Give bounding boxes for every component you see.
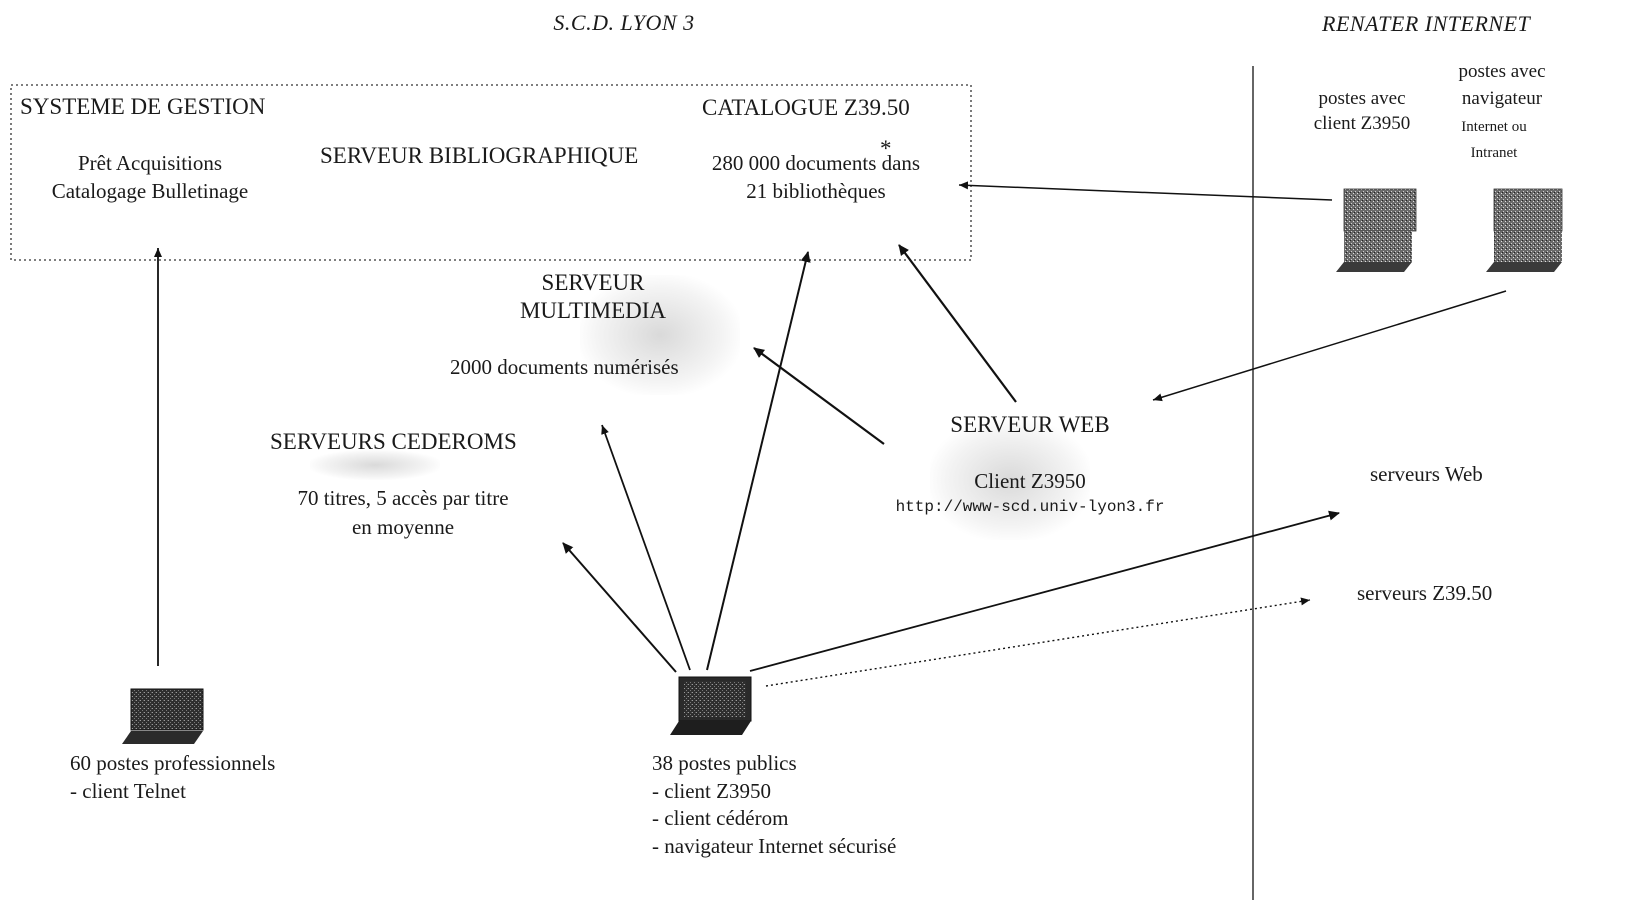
arrow-public-to-web-servers: [749, 510, 1340, 672]
computer-icon: [670, 676, 752, 735]
arrow-public-to-z3950-servers: [765, 597, 1311, 687]
computer-icon: [1336, 188, 1417, 272]
public-stations-line-4: - navigateur Internet sécurisé: [652, 834, 897, 858]
multimedia-title-2: MULTIMEDIA: [519, 298, 667, 323]
web-grain: [930, 420, 1090, 540]
remote-browser-line-1: postes avec: [1458, 61, 1546, 82]
gestion-line-2: Catalogage Bulletinage: [51, 179, 249, 203]
catalogue-title: CATALOGUE Z39.50: [702, 95, 910, 120]
cederoms-line-1: 70 titres, 5 accès par titre: [297, 486, 509, 510]
public-stations-line-2: - client Z3950: [652, 779, 771, 803]
arrow-remote-to-catalogue: [958, 181, 1333, 201]
remote-z3950-line-1: postes avec: [1318, 88, 1406, 109]
web-server-client: Client Z3950: [974, 469, 1086, 493]
bibliographic-server-title: SERVEUR BIBLIOGRAPHIQUE: [320, 143, 639, 168]
arrow-browser-to-web: [1152, 290, 1507, 402]
computer-icon: [122, 688, 204, 744]
remote-browser-line-2: navigateur: [1461, 88, 1543, 109]
gestion-title: SYSTEME DE GESTION: [20, 94, 266, 119]
cederoms-title: SERVEURS CEDEROMS: [270, 429, 517, 454]
pro-stations-line-2: - client Telnet: [70, 779, 186, 803]
multimedia-docs: 2000 documents numérisés: [450, 355, 679, 379]
public-stations-line-1: 38 postes publics: [652, 751, 797, 775]
cederoms-line-2: en moyenne: [351, 515, 455, 539]
remote-z3950-line-2: client Z3950: [1313, 113, 1411, 134]
arrow-public-to-cederoms: [562, 542, 677, 673]
computer-icon: [1486, 188, 1563, 272]
external-web-servers: serveurs Web: [1370, 462, 1483, 486]
multimedia-grain: [580, 275, 740, 395]
web-server-url: http://www-scd.univ-lyon3.fr: [895, 498, 1165, 516]
arrow-public-to-catalogue: [706, 251, 811, 671]
gestion-line-1: Prêt Acquisitions: [77, 151, 223, 175]
cederoms-grain: [310, 450, 440, 480]
catalogue-mark: *: [880, 136, 892, 161]
remote-browser-line-3: Internet ou: [1461, 119, 1527, 135]
bibliographic-server-box: [10, 84, 972, 261]
multimedia-title-1: SERVEUR: [541, 270, 645, 295]
catalogue-line-1: 280 000 documents dans: [711, 151, 921, 175]
arrow-web-to-multimedia: [753, 347, 885, 445]
pro-stations-line-1: 60 postes professionnels: [70, 751, 276, 775]
renater-internet-header: RENATER INTERNET: [1322, 11, 1531, 36]
public-stations-line-3: - client cédérom: [652, 806, 789, 830]
external-z3950-servers: serveurs Z39.50: [1357, 581, 1493, 605]
arrow-public-to-cederoms-access: [601, 424, 691, 671]
catalogue-line-2: 21 bibliothèques: [746, 179, 886, 203]
scd-lyon3-header: S.C.D. LYON 3: [553, 10, 695, 35]
remote-browser-line-4: Intranet: [1470, 145, 1518, 161]
web-server-title: SERVEUR WEB: [950, 412, 1110, 437]
arrow-web-to-catalogue: [898, 244, 1017, 403]
